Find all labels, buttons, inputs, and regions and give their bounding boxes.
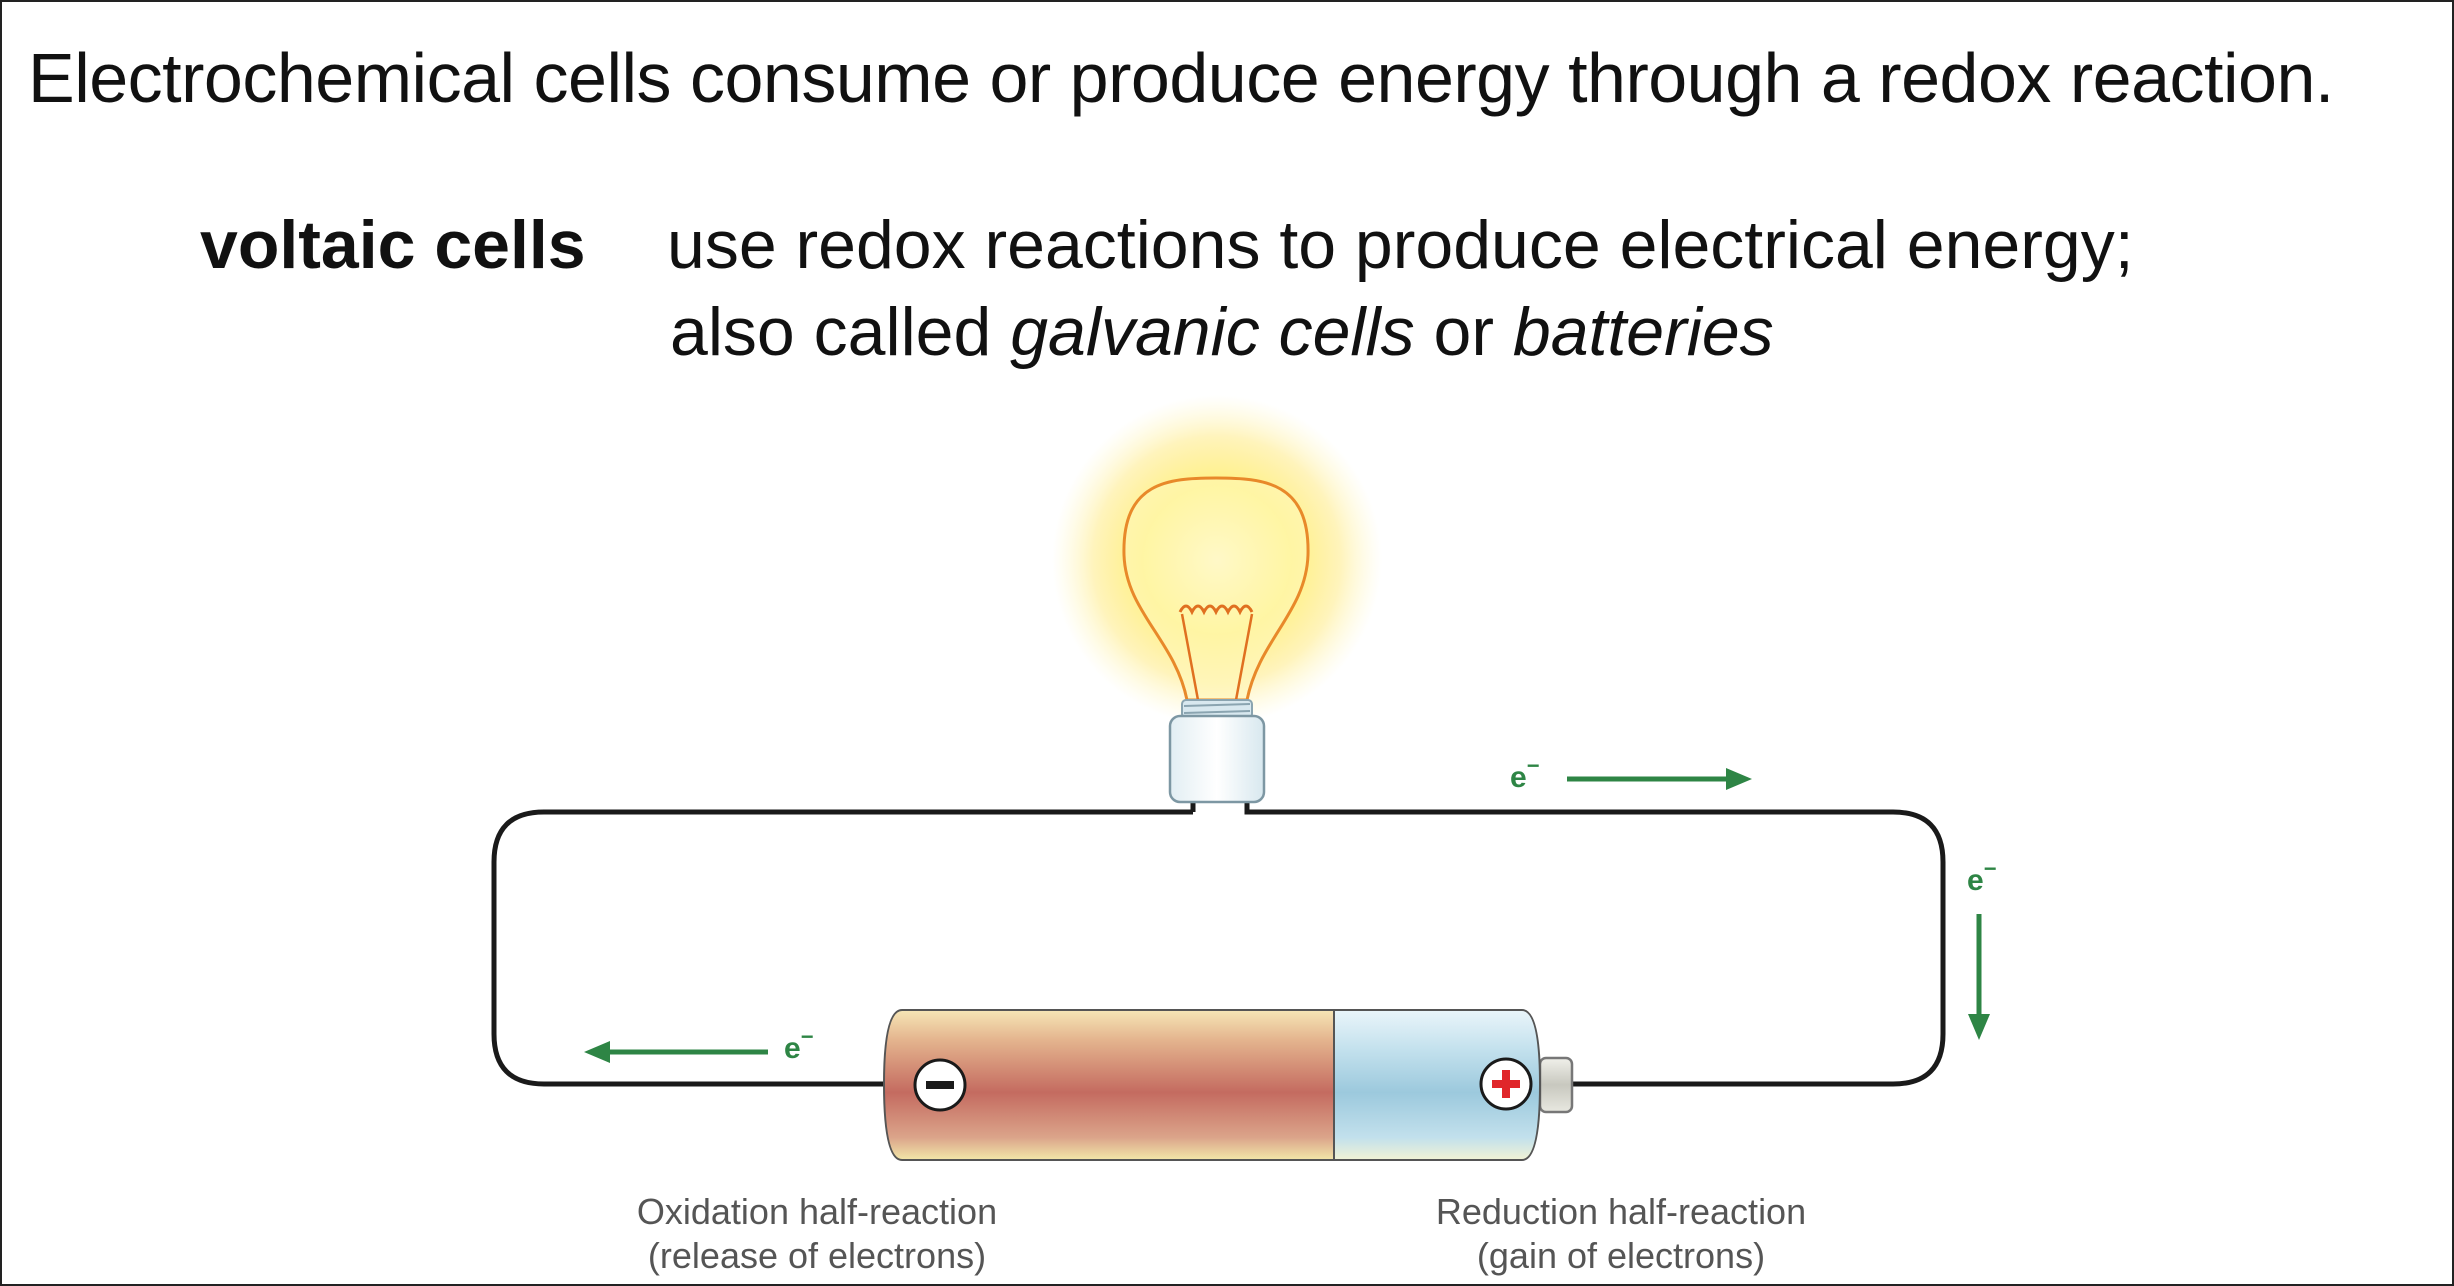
term-galvanic-cells: galvanic cells	[1010, 294, 1415, 370]
oxidation-label-line2: (release of electrons)	[648, 1235, 986, 1276]
battery-positive-cap	[1538, 1056, 1574, 1114]
negative-terminal-icon	[913, 1058, 967, 1112]
wire-right	[1244, 800, 1946, 1087]
positive-terminal-icon	[1479, 1057, 1533, 1111]
battery-cathode	[1333, 1009, 1542, 1161]
definition-line-2: also called galvanic cells or batteries	[670, 293, 1774, 371]
definition-line-1: use redox reactions to produce electrica…	[667, 207, 2134, 283]
battery	[882, 1009, 1574, 1161]
definition-middle: or	[1414, 294, 1513, 370]
svg-text:e−: e−	[1510, 753, 1540, 794]
bulb-filament	[1178, 604, 1254, 616]
light-bulb-icon	[1052, 395, 1382, 804]
reduction-label-line2: (gain of electrons)	[1477, 1235, 1765, 1276]
electron-arrow-left: e−	[584, 1024, 814, 1065]
definition-prefix: also called	[670, 294, 1011, 370]
electron-arrow-top: e−	[1510, 753, 1752, 794]
reduction-label-line1: Reduction half-reaction	[1436, 1191, 1806, 1232]
svg-text:e−: e−	[1967, 856, 1997, 897]
bulb-glass	[1122, 476, 1310, 702]
electron-label-top: e	[1510, 761, 1527, 794]
electron-arrow-right: e−	[1967, 856, 1997, 1040]
svg-text:e−: e−	[784, 1024, 814, 1065]
electron-sup-right: −	[1984, 856, 1997, 881]
electron-label-left: e	[784, 1032, 801, 1065]
term-voltaic-cells: voltaic cells	[200, 207, 586, 283]
oxidation-label-line1: Oxidation half-reaction	[637, 1191, 997, 1232]
reduction-label: Reduction half-reaction (gain of electro…	[1436, 1191, 1806, 1276]
electron-sup-left: −	[801, 1024, 814, 1049]
electron-sup-top: −	[1527, 753, 1540, 778]
electron-label-right: e	[1967, 864, 1984, 897]
term-batteries: batteries	[1512, 294, 1774, 370]
slide-title: Electrochemical cells consume or produce…	[28, 39, 2334, 117]
battery-anode	[882, 1009, 1335, 1161]
oxidation-label: Oxidation half-reaction (release of elec…	[637, 1191, 997, 1276]
bulb-base	[1168, 714, 1266, 804]
